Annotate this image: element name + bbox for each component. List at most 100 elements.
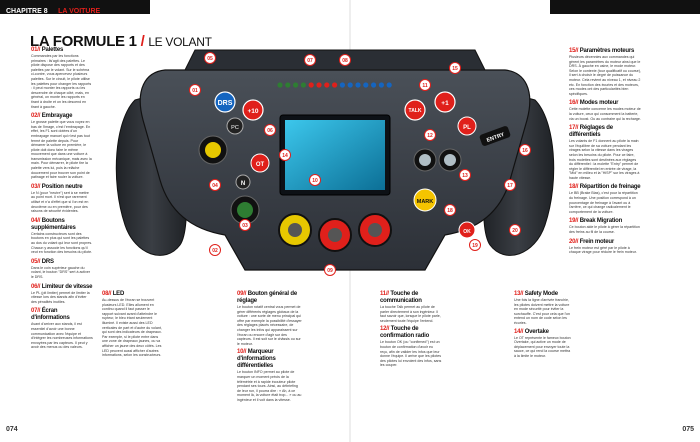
title-slash: /: [140, 33, 145, 50]
item-title: Break Migration: [579, 218, 623, 225]
item-text: Commandes par les fonctions primaires : …: [31, 54, 92, 109]
item-title: Touche de confirmation radio: [380, 326, 430, 340]
callout-number: 01: [192, 88, 198, 94]
led-light: [324, 82, 330, 88]
item-text: Le bouton INFO permet au pilote de marqu…: [237, 370, 302, 402]
page-number-left: 074: [6, 426, 18, 433]
led-light: [371, 82, 377, 88]
led-light: [316, 82, 322, 88]
item-number: 11: [380, 291, 386, 297]
item-number: 14: [514, 328, 521, 335]
item-number: 15: [569, 48, 576, 54]
callout-number: 14: [282, 153, 288, 159]
page-number-right: 075: [682, 426, 694, 433]
item-title: Safety Mode: [524, 291, 558, 297]
led-light: [355, 82, 361, 88]
callout-number: 20: [512, 228, 518, 234]
callout-number: 09: [327, 268, 333, 274]
led-light: [293, 82, 299, 88]
item-heading: 16// Modes moteur: [569, 100, 619, 107]
item-heading: 01// Palettes: [31, 47, 64, 53]
item-title: Frein moteur: [579, 238, 614, 245]
item-heading: 12// Touche de confirmation radio: [380, 326, 430, 340]
item-title: Boutons supplémentaires: [31, 217, 76, 231]
item-text: Le PL (pit limiter) permet de limiter la…: [31, 290, 90, 304]
item-text: Au-dessus de l'écran se trouvent plusieu…: [102, 298, 162, 358]
item-heading: 19// Break Migration: [569, 218, 623, 225]
chapter-label: CHAPITRE 8: [6, 8, 48, 15]
item-number: 18: [569, 184, 576, 191]
callout-circle: [449, 62, 461, 74]
item-number: 09: [237, 291, 244, 297]
led-light: [386, 82, 392, 88]
item-title: Palettes: [41, 47, 64, 53]
callout-number: 07: [307, 58, 313, 64]
led-light: [300, 82, 306, 88]
item-heading: 15// Paramètres moteurs: [569, 48, 635, 54]
led-light: [308, 82, 314, 88]
item-number: 01: [31, 47, 38, 53]
callout-number: 17: [507, 183, 513, 189]
plus10-button-label: +10: [247, 108, 258, 115]
callout-circle: [209, 244, 221, 256]
item-text: Le N (pour "neutre") sert à se mettre au…: [31, 190, 89, 214]
callout-number: 08: [342, 58, 348, 64]
item-title: Écran d'informations: [31, 308, 70, 322]
callout-number: 03: [242, 223, 248, 229]
item-text: Une fois la ligne d'arrivée franchie, le…: [514, 298, 571, 325]
item-heading: 20// Frein moteur: [569, 238, 614, 245]
drs-button-label: DRS: [218, 100, 233, 107]
callout-number: 19: [472, 243, 478, 249]
item-title: Répartition de freinage: [579, 184, 641, 191]
item-number: 03: [31, 183, 38, 190]
item-heading: 06// Limiteur de vitesse: [31, 283, 93, 290]
callout-number: 05: [207, 56, 213, 62]
callout-circle: [339, 54, 351, 66]
item-number: 10: [237, 349, 244, 356]
item-heading: 02// Embrayage: [31, 113, 73, 120]
item-heading: 10// Marqueur d'informations différentie…: [237, 349, 276, 370]
item-text: Plusieurs décennies aux commandes qui gè…: [569, 55, 641, 96]
item-heading: 07// Écran d'informations: [31, 308, 70, 322]
item-heading: 18// Répartition de freinage: [569, 184, 641, 191]
item-title: Marqueur d'informations différentielles: [237, 349, 276, 370]
item-heading: 03// Position neutre: [31, 183, 83, 190]
led-light: [332, 82, 338, 88]
callout-circle: [209, 179, 221, 191]
title-sub: LE VOLANT: [148, 35, 212, 49]
callout-circle: [504, 179, 516, 191]
callout-number: 16: [522, 148, 528, 154]
item-number: 17: [569, 125, 576, 132]
item-title: Modes moteur: [579, 100, 619, 107]
item-text: Certains constructeurs sont des boutons …: [31, 231, 93, 255]
item-number: 08: [102, 291, 109, 297]
item-text: Le BB (Brake Bias), c'est pour la répart…: [569, 191, 638, 214]
item-text: Le OT représente le fameux bouton Overta…: [514, 335, 571, 358]
item-title: Bouton général de réglage: [237, 291, 297, 304]
item-number: 16: [569, 100, 576, 107]
led-light: [347, 82, 353, 88]
led-row: [277, 82, 392, 88]
item-number: 04: [31, 217, 38, 224]
item-number: 13: [514, 291, 521, 297]
item-number: 06: [31, 283, 38, 290]
callout-number: 15: [452, 66, 458, 72]
item-text: Ce bouton aide le pilote à gérer la répa…: [569, 225, 640, 235]
callout-circle: [469, 239, 481, 251]
